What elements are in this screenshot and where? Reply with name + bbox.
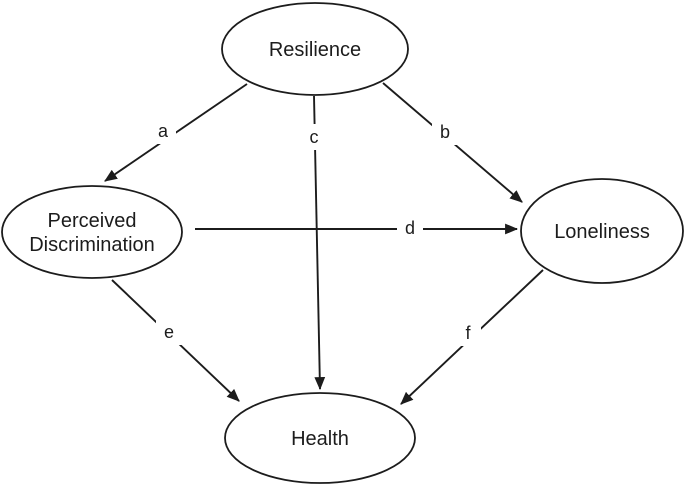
- edge-e-label-bg: [156, 319, 182, 345]
- edge-a-label-bg: [150, 118, 176, 144]
- edge-d-label-bg: [397, 215, 423, 241]
- node-perceived-discrimination-label-line1: Perceived: [48, 210, 137, 232]
- edge-c-label-bg: [301, 124, 327, 150]
- node-health: Health: [224, 392, 416, 484]
- edge-a-label: a: [158, 121, 169, 141]
- node-health-label: Health: [291, 428, 349, 450]
- node-loneliness: Loneliness: [520, 178, 684, 284]
- node-resilience: Resilience: [221, 2, 409, 96]
- edge-b-label-bg: [432, 119, 458, 145]
- node-health-ellipse: [224, 392, 416, 484]
- edge-b-label: b: [440, 122, 450, 142]
- edge-c-label: c: [310, 127, 319, 147]
- node-resilience-ellipse: [221, 2, 409, 96]
- node-loneliness-ellipse: [520, 178, 684, 284]
- node-resilience-label: Resilience: [269, 39, 361, 61]
- edge-f-label-bg: [455, 320, 481, 346]
- edge-label-backgrounds: [150, 118, 481, 346]
- edge-f-label: f: [465, 323, 471, 343]
- edge-e-label: e: [164, 322, 174, 342]
- edge-labels: a b c d e f: [158, 121, 472, 343]
- node-perceived-discrimination-ellipse: [1, 185, 183, 279]
- node-perceived-discrimination-label-line2: Discrimination: [29, 234, 155, 256]
- node-perceived-discrimination: Perceived Discrimination: [1, 185, 183, 279]
- node-loneliness-label: Loneliness: [554, 221, 650, 243]
- edge-d-label: d: [405, 218, 415, 238]
